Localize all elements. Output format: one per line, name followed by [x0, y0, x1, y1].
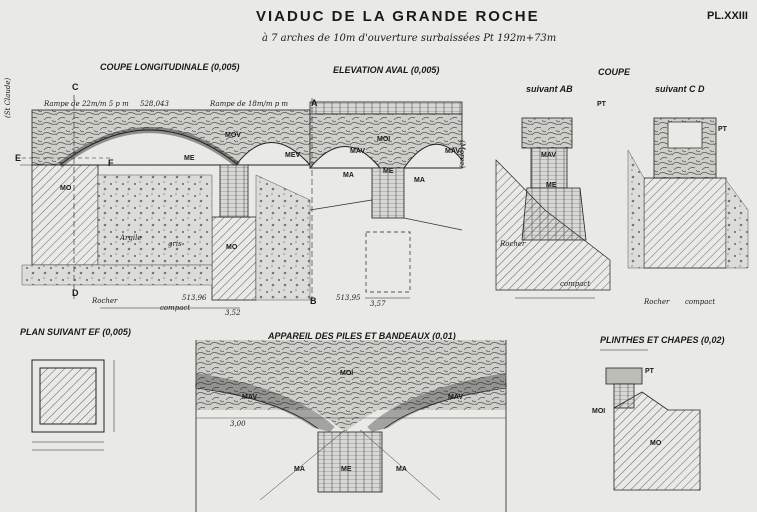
plate-number: PL.XXIII [707, 10, 748, 22]
view-title-suivant-cd: suivant C D [655, 84, 705, 94]
label-mev: MEV [285, 152, 301, 159]
label-mav-ab: MAV [541, 152, 557, 159]
label-rampe-1: Rampe de 22m/m 5 p m [44, 100, 129, 108]
label-moi-elevation: MOI [377, 136, 391, 143]
label-mov: MOV [225, 132, 241, 139]
label-gris: gris [168, 240, 182, 248]
label-pt-plinthes: PT [645, 368, 654, 375]
label-ma-appareil-left: MA [294, 466, 305, 473]
appareil-piles-bandeaux [194, 340, 508, 512]
label-me-appareil: ME [341, 466, 352, 473]
view-title-plinthes: PLINTHES ET CHAPES (0,02) [600, 335, 725, 345]
view-title-suivant-ab: suivant AB [526, 84, 573, 94]
coupe-cd [627, 117, 749, 269]
label-dim-352: 3,52 [225, 309, 241, 317]
label-ma-right: MA [414, 177, 425, 184]
label-morez: (Morez) [458, 140, 466, 169]
section-letter-e: E [15, 153, 22, 163]
section-letter-a: A [311, 98, 318, 108]
label-moi-appareil: MOI [340, 370, 354, 377]
label-ma-appareil-right: MA [396, 466, 407, 473]
label-rampe-2: Rampe de 18m/m p m [210, 100, 289, 108]
view-title-plan-ef: PLAN SUIVANT EF (0,005) [20, 327, 131, 337]
view-title-coupe-longitudinale: COUPE LONGITUDINALE (0,005) [100, 62, 240, 72]
plinthes-chapes [600, 349, 701, 491]
elevation-aval [308, 98, 463, 300]
plan-ef [31, 359, 115, 451]
label-rocher-ab: Rocher [500, 240, 526, 248]
page-subtitle: à 7 arches de 10m d'ouverture surbaissée… [262, 33, 557, 44]
view-title-coupe: COUPE [598, 67, 631, 77]
section-letter-d: D [72, 288, 79, 298]
label-mav-left: MAV [350, 148, 366, 155]
label-mo-culee: MO [60, 185, 72, 192]
label-rocher-left: Rocher [92, 297, 118, 305]
label-mav-right: MAV [445, 148, 461, 155]
coupe-longitudinale [20, 95, 312, 309]
coupe-ab [495, 117, 611, 299]
view-title-elevation: ELEVATION AVAL (0,005) [333, 65, 440, 75]
label-pt-cd: PT [718, 126, 727, 133]
label-rocher-cd: Rocher [644, 298, 670, 306]
label-level-513-right: 513,95 [336, 294, 361, 302]
label-argile: Argile [120, 234, 142, 242]
label-level-528: 528,043 [140, 100, 169, 108]
label-me-ab: ME [546, 182, 557, 189]
label-dim-357: 3,57 [370, 300, 386, 308]
label-compact-cd: compact [685, 298, 716, 306]
label-st-claude: (St Claude) [4, 77, 12, 118]
label-mo-pile: MO [226, 244, 238, 251]
label-pt-ab: PT [597, 101, 606, 108]
view-title-appareil: APPAREIL DES PILES ET BANDEAUX (0,01) [268, 331, 456, 341]
label-moi-plinthes: MOI [592, 408, 606, 415]
label-mo-plinthes: MO [650, 440, 662, 447]
section-letter-c: C [72, 82, 79, 92]
label-dim-300: 3,00 [230, 420, 246, 428]
label-mav-appareil-right: MAV [448, 394, 464, 401]
label-compact-left: compact [160, 304, 191, 312]
label-mav-appareil-left: MAV [242, 394, 258, 401]
label-level-513-left: 513,96 [182, 294, 207, 302]
section-letter-b: B [310, 296, 317, 306]
label-me: ME [184, 155, 195, 162]
section-letter-f: F [108, 158, 114, 168]
label-ma-left: MA [343, 172, 354, 179]
page-title: VIADUC DE LA GRANDE ROCHE [256, 8, 540, 25]
label-compact-ab: compact [560, 280, 591, 288]
label-me-elevation: ME [383, 168, 394, 175]
